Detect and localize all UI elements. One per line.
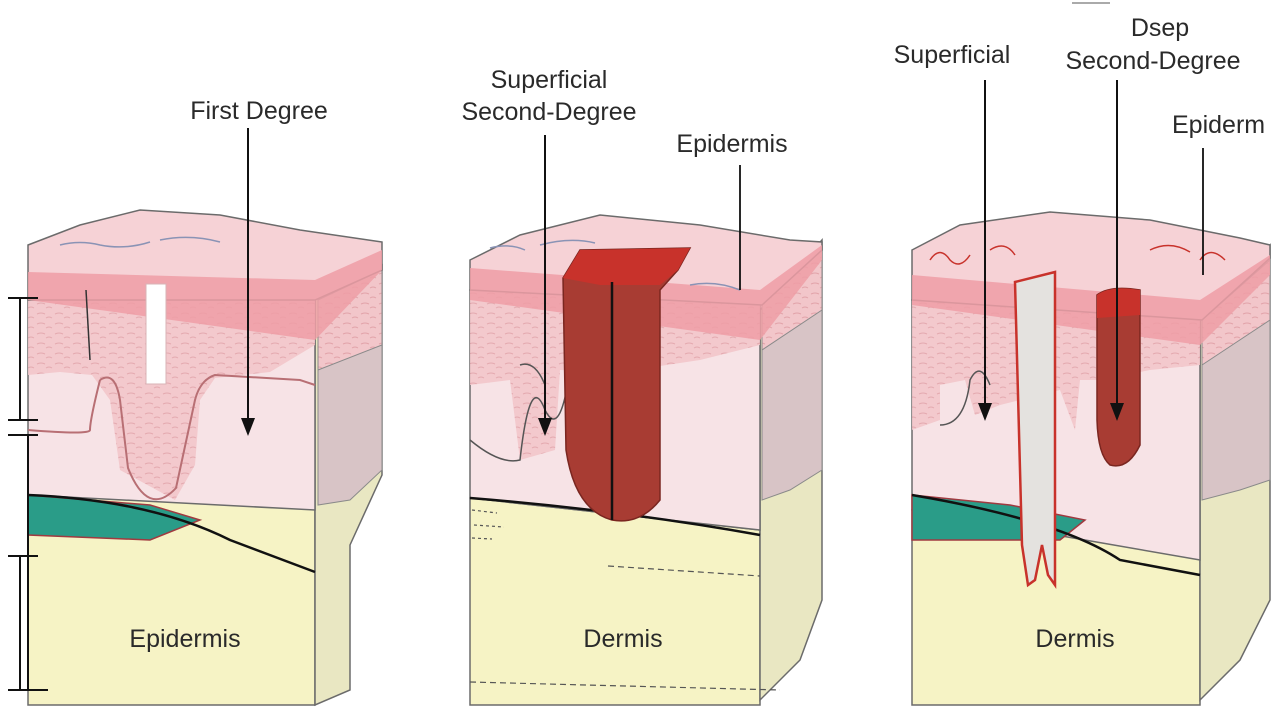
- panel-first-degree: [8, 128, 383, 707]
- burn-surface: [1097, 288, 1140, 318]
- burn-column: [562, 247, 692, 522]
- label-second-degree: Second-Degree: [461, 98, 637, 126]
- burn-surface: [563, 248, 690, 285]
- label-epidermis-side-2: Epidermis: [676, 130, 788, 158]
- layer-bracket: [8, 297, 48, 691]
- label-dermis-3: Dermis: [1035, 625, 1115, 653]
- label-dermis-2: Dermis: [583, 625, 663, 653]
- label-superficial-3: Superficial: [893, 41, 1011, 69]
- label-superficial: Superficial: [490, 66, 608, 94]
- follicle-tube: [1013, 270, 1057, 589]
- epidermis-band: [912, 255, 1270, 345]
- label-first-degree: First Degree: [190, 97, 328, 125]
- burn-strip: [145, 283, 167, 385]
- papilla: [27, 373, 316, 501]
- label-second-degree-3: Second-Degree: [1065, 47, 1241, 75]
- fat-layer: [469, 497, 761, 706]
- epidermis-band: [28, 250, 382, 340]
- label-epidermis-bottom-1: Epidermis: [129, 625, 241, 653]
- panel-superficial-second-degree: [469, 135, 823, 706]
- label-dsep: Dsep: [1130, 14, 1190, 42]
- label-epiderm-3: Epiderm: [1172, 111, 1266, 139]
- panel-deep-second-degree: [911, 2, 1271, 706]
